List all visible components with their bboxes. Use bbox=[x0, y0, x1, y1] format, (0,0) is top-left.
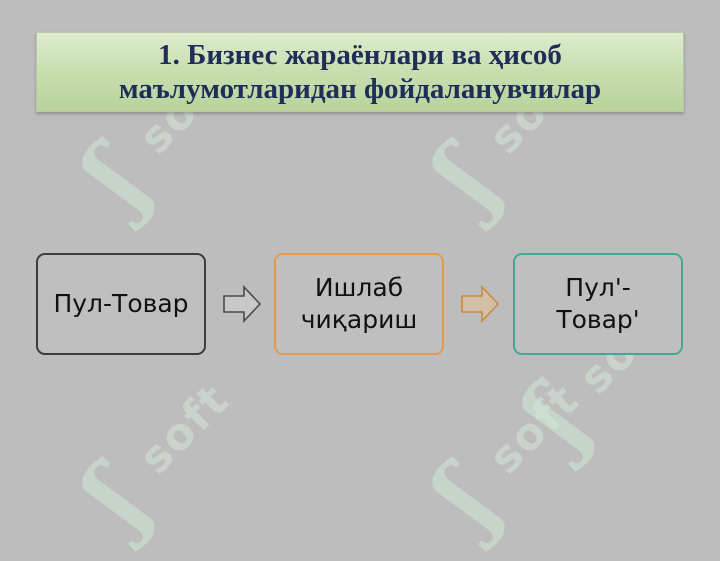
slide-title-banner: 1. Бизнес жараёнлари ва ҳисоб маълумотла… bbox=[36, 32, 684, 112]
flow-step-money-prime-goods-prime: Пул'- Товар' bbox=[513, 253, 683, 355]
flow-step-label-line-1: Ишлаб bbox=[314, 273, 404, 302]
flow-step-money-goods: Пул-Товар bbox=[36, 253, 206, 355]
flow-step-label-line-1: Пул'- bbox=[565, 273, 631, 302]
right-arrow-icon bbox=[223, 284, 262, 324]
slide-title: 1. Бизнес жараёнлари ва ҳисоб маълумотла… bbox=[119, 38, 601, 106]
right-arrow-icon bbox=[461, 284, 500, 324]
flow-step-label: Пул-Товар bbox=[53, 289, 189, 318]
flow-step-label-line-2: Товар' bbox=[556, 305, 640, 334]
flow-step-label-line-2: чиқариш bbox=[300, 305, 418, 334]
flow-step-production: Ишлаб чиқариш bbox=[274, 253, 444, 355]
slide-title-line-2: маълумотларидан фойдаланувчилар bbox=[118, 73, 602, 105]
slide-title-line-1: 1. Бизнес жараёнлари ва ҳисоб bbox=[158, 39, 562, 71]
